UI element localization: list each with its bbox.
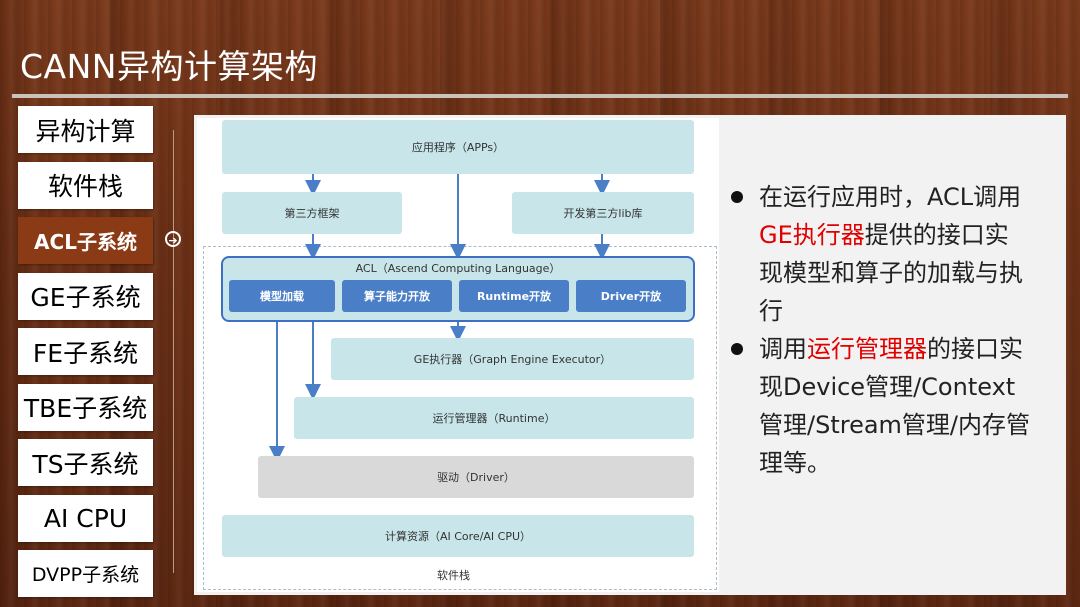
acl-sub-operator: 算子能力开放 — [342, 280, 452, 312]
connector-arrows — [269, 174, 610, 462]
nav-label: AI CPU — [43, 503, 128, 533]
bullet-item: 在运行应用时，ACL调用 GE执行器提供的接口实现模型和算子的加载与执行 — [731, 178, 1031, 330]
nav-item-heterogeneous[interactable]: 异构计算 — [18, 106, 153, 153]
nav-item-ai-cpu[interactable]: AI CPU — [18, 494, 153, 542]
nav-item-tbe[interactable]: TBE子系统 — [18, 383, 153, 431]
acl-box: ACL（Ascend Computing Language） 模型加载 算子能力… — [221, 256, 695, 322]
nav-item-ts[interactable]: TS子系统 — [18, 439, 153, 486]
bullet-dot-icon — [731, 191, 743, 203]
diagram-caption: 软件栈 — [437, 569, 470, 582]
title-divider — [12, 94, 1068, 98]
arrow-right-circle-icon: ➔ — [165, 231, 181, 247]
runtime-box: 运行管理器（Runtime） — [294, 397, 694, 439]
bullet-text: 提供的接口实现模型和算子的加载与执行 — [759, 221, 1023, 325]
highlight-text: GE执行器 — [759, 221, 865, 249]
nav-label: ACL子系统 — [34, 230, 137, 254]
nav-label: TBE子系统 — [23, 394, 148, 423]
nav-label: 软件栈 — [47, 172, 123, 201]
nav-connector-line — [173, 130, 174, 573]
highlight-text: 运行管理器 — [807, 335, 927, 363]
third-party-lib-box: 开发第三方lib库 — [512, 192, 694, 234]
nav-item-fe[interactable]: FE子系统 — [18, 328, 153, 375]
acl-title: ACL（Ascend Computing Language） — [355, 262, 561, 275]
nav-label: FE子系统 — [32, 338, 139, 368]
acl-sub-model-load: 模型加载 — [229, 280, 335, 312]
acl-sub-driver: Driver开放 — [576, 280, 686, 312]
apps-box: 应用程序（APPs） — [222, 120, 694, 174]
slide-title: CANN异构计算架构 — [20, 47, 318, 86]
bullet-dot-icon — [731, 343, 743, 355]
architecture-diagram: 应用程序（APPs） 第三方框架 开发第三方lib库 ACL（Ascend Co… — [197, 118, 719, 592]
compute-box: 计算资源（AI Core/AI CPU） — [222, 515, 694, 557]
nav-label: DVPP子系统 — [31, 564, 140, 586]
section-nav: 异构计算 软件栈 ACL子系统 GE子系统 FE子系统 TBE子系统 TS子系统… — [18, 106, 153, 606]
nav-item-acl[interactable]: ACL子系统 — [18, 217, 153, 264]
ge-executor-box: GE执行器（Graph Engine Executor） — [331, 338, 694, 380]
bullet-list: 在运行应用时，ACL调用 GE执行器提供的接口实现模型和算子的加载与执行 调用运行… — [731, 178, 1031, 482]
acl-sub-runtime: Runtime开放 — [459, 280, 569, 312]
driver-box: 驱动（Driver） — [258, 456, 694, 498]
nav-item-ge[interactable]: GE子系统 — [18, 272, 153, 320]
nav-label: TS子系统 — [32, 449, 139, 479]
nav-label: 异构计算 — [35, 116, 136, 146]
nav-item-software-stack[interactable]: 软件栈 — [18, 161, 153, 209]
bullet-text: 调用 — [759, 335, 807, 363]
bullet-text: 在运行应用时，ACL调用 — [759, 183, 1022, 211]
nav-item-dvpp[interactable]: DVPP子系统 — [18, 550, 153, 597]
bullet-item: 调用运行管理器的接口实现Device管理/Context管理/Stream管理/… — [731, 330, 1031, 482]
bullet-text: 的接口实现Device管理/Context管理/Stream管理/内存管理等。 — [759, 335, 1031, 477]
third-party-framework-box: 第三方框架 — [222, 192, 402, 234]
nav-label: GE子系统 — [30, 283, 141, 312]
